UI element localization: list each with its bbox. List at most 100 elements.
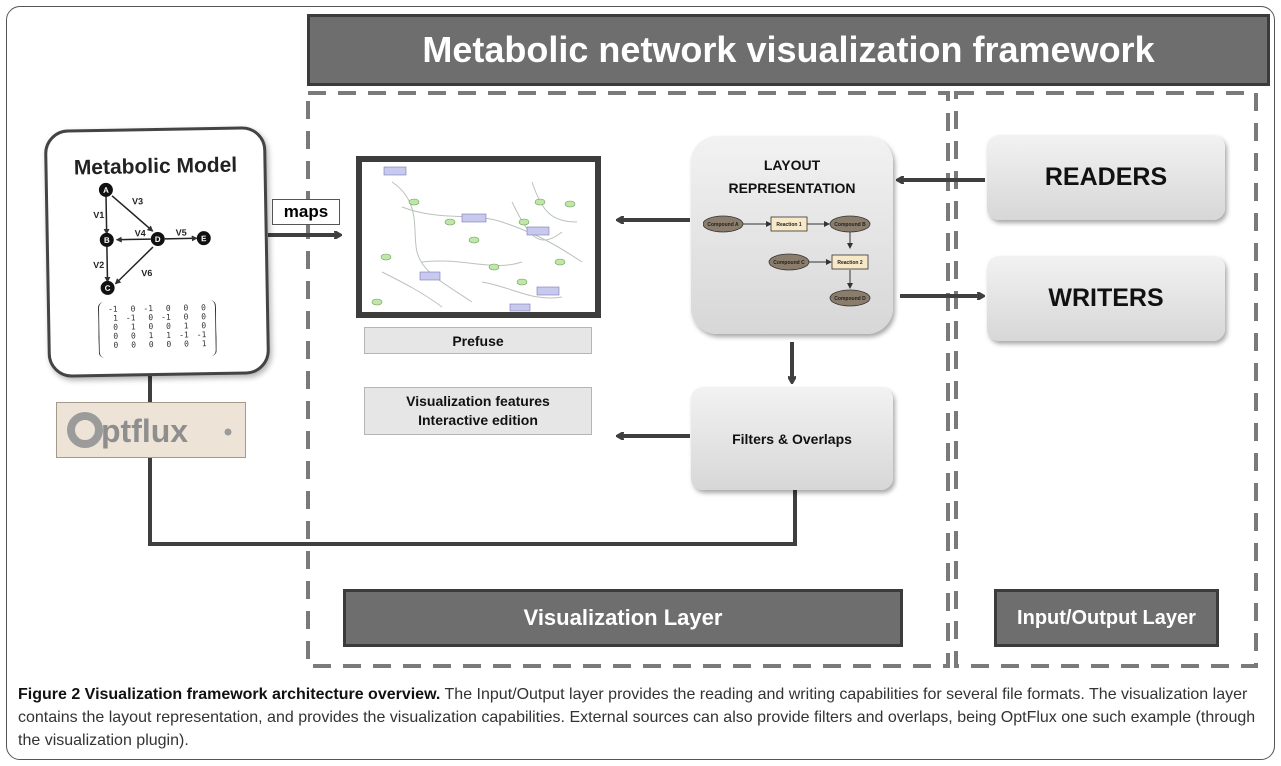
graph-node-d: D xyxy=(150,231,165,246)
edge-label-v6: V6 xyxy=(141,268,152,278)
matrix-cell: -1 xyxy=(125,313,136,323)
prefuse-screenshot xyxy=(356,156,601,318)
optflux-logo: ptflux xyxy=(56,402,246,458)
matrix-cell: -1 xyxy=(107,304,118,314)
layout-mini-graph: Compound A Reaction 1 Compound B Compound C… xyxy=(703,215,871,307)
graph-node-c: C xyxy=(100,280,115,295)
readers-box: READERS xyxy=(987,135,1225,220)
graph-node-a: A xyxy=(98,182,113,197)
graph-node-b: B xyxy=(99,232,114,247)
features-line1: Visualization features xyxy=(406,393,550,409)
matrix-cell: 0 xyxy=(201,321,207,331)
matrix-cell: -1 xyxy=(143,304,154,314)
figure-caption: Figure 2 Visualization framework archite… xyxy=(18,683,1263,752)
layout-node-reaction-1: Reaction 1 xyxy=(770,216,808,232)
metabolic-model-title: Metabolic Model xyxy=(73,153,238,180)
writers-label: WRITERS xyxy=(1048,284,1164,312)
matrix-cell: 0 xyxy=(113,331,119,341)
svg-text:Compound C: Compound C xyxy=(773,260,805,266)
svg-text:Reaction 2: Reaction 2 xyxy=(837,260,863,266)
matrix-cell: 0 xyxy=(200,303,206,313)
matrix-cell: -1 xyxy=(196,330,207,340)
readers-label: READERS xyxy=(1044,163,1168,191)
matrix-cell: 0 xyxy=(130,331,136,341)
io-layer-box xyxy=(954,91,1258,668)
framework-title-banner: Metabolic network visualization framewor… xyxy=(307,14,1270,86)
matrix-cell: 0 xyxy=(130,304,136,314)
framework-title: Metabolic network visualization framewor… xyxy=(422,29,1155,70)
matrix-cell: 0 xyxy=(165,303,171,313)
layout-node-compound-a: Compound A xyxy=(703,215,744,233)
matrix-cell: 0 xyxy=(113,322,119,332)
matrix-cell: 0 xyxy=(113,340,119,350)
visualization-layer-box xyxy=(306,91,950,668)
caption-text: The Input/Output layer provides the read… xyxy=(18,686,1256,749)
matrix-cell: 1 xyxy=(183,321,189,331)
graph-nodes: A B D E C xyxy=(98,182,211,295)
matrix-cell: 0 xyxy=(183,339,189,349)
visualization-layer-banner: Visualization Layer xyxy=(343,589,903,647)
layout-representation-title: LAYOUT REPRESENTATION xyxy=(728,157,856,196)
matrix-cell: 1 xyxy=(112,313,118,323)
matrix-cell: 1 xyxy=(148,331,154,341)
matrix-cell: -1 xyxy=(179,330,189,340)
layout-representation-box: LAYOUT REPRESENTATION Compound A Reaction… xyxy=(691,136,893,334)
matrix-cell: 1 xyxy=(130,322,136,332)
svg-text:Compound A: Compound A xyxy=(707,222,739,228)
svg-text:E: E xyxy=(201,234,207,243)
prefuse-label-box: Prefuse xyxy=(364,327,592,354)
prefuse-graph xyxy=(371,166,583,312)
svg-text:C: C xyxy=(105,284,111,293)
features-line2: Interactive edition xyxy=(418,412,538,428)
svg-text:B: B xyxy=(104,236,110,245)
matrix-cell: 0 xyxy=(166,321,172,331)
svg-text:A: A xyxy=(103,186,109,195)
writers-box: WRITERS xyxy=(987,256,1225,341)
matrix-cell: 0 xyxy=(148,313,154,323)
matrix-cell: 0 xyxy=(148,322,154,332)
filters-overlaps-box: Filters & Overlaps xyxy=(691,387,893,490)
layout-mini-nodes: Compound A Reaction 1 Compound B Compound C… xyxy=(703,215,871,307)
matrix-cell: 0 xyxy=(131,340,137,350)
graph-node-e: E xyxy=(196,231,211,246)
matrix-cell: 0 xyxy=(148,340,154,350)
matrix-cell: 1 xyxy=(201,339,207,349)
io-layer-banner: Input/Output Layer xyxy=(994,589,1219,647)
io-layer-label: Input/Output Layer xyxy=(1017,606,1196,629)
matrix-cell: 1 xyxy=(166,330,172,340)
svg-text:Reaction 1: Reaction 1 xyxy=(776,222,802,228)
matrix-cell: 0 xyxy=(183,312,189,322)
caption-title: Figure 2 Visualization framework archite… xyxy=(18,686,441,703)
prefuse-label: Prefuse xyxy=(452,332,504,349)
matrix-cell: 0 xyxy=(201,312,207,322)
layout-node-compound-b: Compound B xyxy=(829,215,871,233)
edge-label-v3: V3 xyxy=(132,196,143,206)
visualization-features-box: Visualization features Interactive editi… xyxy=(364,387,592,435)
svg-text:D: D xyxy=(155,235,161,244)
optflux-connector xyxy=(148,375,795,546)
matrix-cell: -1 xyxy=(161,312,171,322)
layout-node-compound-d: Compound D xyxy=(829,289,871,307)
edge-label-v2: V2 xyxy=(93,260,104,270)
svg-text:Compound D: Compound D xyxy=(834,296,866,302)
layout-node-compound-c: Compound C xyxy=(768,253,810,271)
visualization-layer-label: Visualization Layer xyxy=(523,605,723,630)
edge-label-v5: V5 xyxy=(176,227,187,237)
matrix-cell: 0 xyxy=(166,339,172,349)
maps-label: maps xyxy=(272,199,340,225)
edge-label-v1: V1 xyxy=(93,210,104,220)
matrix-row: 0 0 0 0 0 1 xyxy=(105,339,211,350)
filters-label: Filters & Overlaps xyxy=(732,430,852,447)
svg-text:Compound B: Compound B xyxy=(834,222,866,228)
layout-node-reaction-2: Reaction 2 xyxy=(831,254,869,270)
optflux-logo-text: ptflux xyxy=(101,413,188,449)
figure-frame xyxy=(6,6,1275,760)
matrix-cell: 0 xyxy=(183,303,189,313)
edge-label-v4: V4 xyxy=(135,228,146,238)
